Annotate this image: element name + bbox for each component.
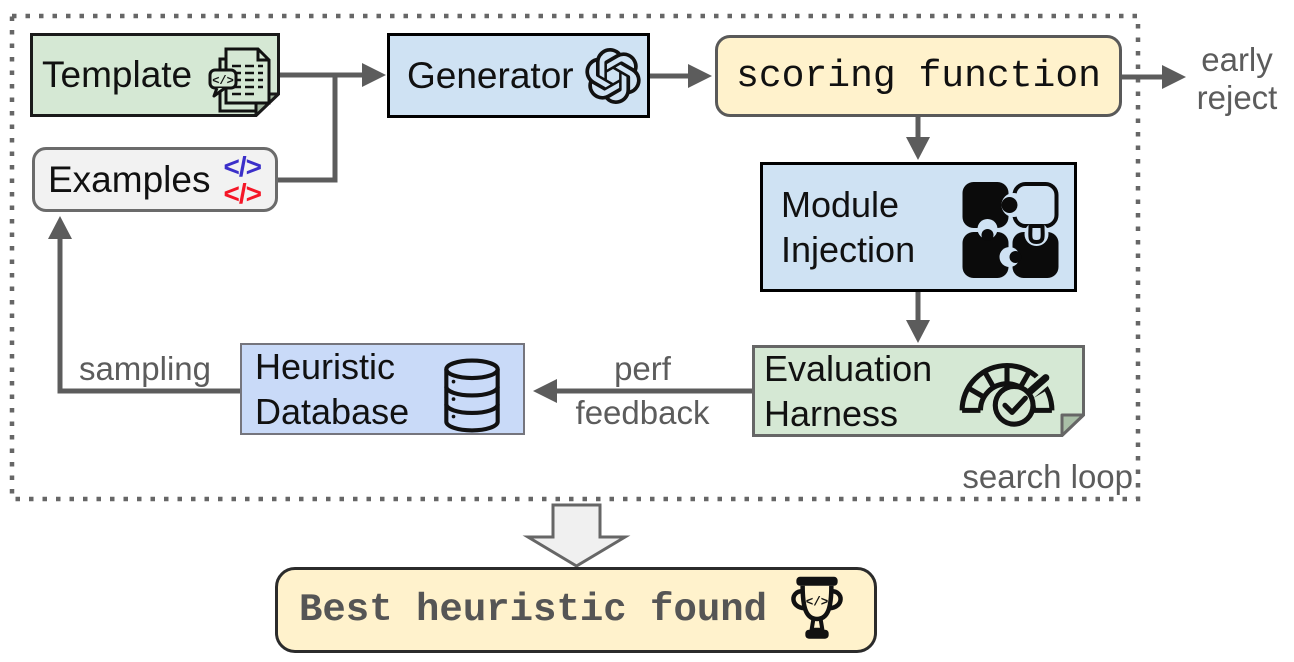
arrowhead-into-database — [533, 379, 557, 403]
examples-label: Examples — [48, 158, 211, 200]
code-tag-blue-icon: </> — [223, 150, 262, 182]
generator-label: Generator — [407, 54, 574, 96]
node-scoring-function: scoring function — [715, 35, 1122, 117]
arrowhead-into-examples — [48, 216, 72, 239]
node-heuristic-database: Heuristic Database — [240, 343, 525, 435]
arrowhead-into-eval — [906, 320, 930, 343]
node-module-injection: Module Injection — [760, 162, 1077, 292]
code-document-icon: </> — [208, 47, 271, 113]
arrowhead-into-module — [906, 137, 930, 160]
edge-template-examples-junction — [278, 72, 338, 183]
puzzle-pieces-icon — [962, 182, 1059, 278]
database-label-line2: Database — [255, 391, 410, 432]
search-loop-label: search loop — [962, 458, 1133, 495]
best-heuristic-label: Best heuristic found — [299, 588, 768, 632]
arrowhead-early-reject — [1162, 65, 1186, 89]
module-label-line1: Module — [781, 184, 900, 225]
early-label: early — [1201, 41, 1273, 78]
gauge-check-icon — [959, 362, 1055, 427]
evaluation-harness-label: Evaluation Harness — [764, 346, 932, 436]
perf-feedback-label: perf feedback — [550, 347, 735, 435]
evaluation-label-line2: Harness — [764, 393, 899, 434]
module-label-line2: Injection — [781, 229, 916, 270]
openai-logo-icon — [585, 47, 641, 104]
node-examples: Examples </> </> — [32, 147, 278, 212]
feedback-label: feedback — [575, 394, 710, 431]
node-template: Template </> — [30, 33, 280, 117]
sampling-label: sampling — [78, 350, 212, 387]
database-cylinder-icon — [444, 358, 500, 433]
code-tags-icon: </> </> — [223, 150, 262, 209]
arrowhead-into-generator — [362, 63, 386, 87]
trophy-code-glyph: </> — [806, 596, 829, 610]
perf-label: perf — [614, 350, 671, 387]
trophy-code-icon: </> — [791, 576, 843, 639]
edges — [57, 72, 1162, 394]
edge-database-to-examples — [57, 239, 240, 394]
database-label-line1: Heuristic — [255, 346, 396, 387]
template-code-glyph: </> — [212, 74, 234, 88]
template-label: Template — [42, 54, 193, 95]
code-tag-red-icon: </> — [223, 177, 262, 209]
arrowhead-into-scoring — [688, 64, 712, 88]
heuristic-database-label: Heuristic Database — [255, 344, 409, 434]
big-down-arrow — [522, 503, 631, 568]
folded-corner — [1060, 413, 1085, 437]
scoring-function-label: scoring function — [736, 54, 1101, 98]
arrowheads — [48, 63, 1186, 403]
node-generator: Generator — [387, 33, 650, 118]
reject-label: reject — [1196, 79, 1278, 116]
evaluation-label-line1: Evaluation — [764, 348, 933, 389]
module-injection-label: Module Injection — [781, 182, 915, 272]
early-reject-label: early reject — [1158, 41, 1294, 117]
search-loop-dotted-frame — [9, 13, 1141, 502]
node-best-heuristic: Best heuristic found </> — [275, 567, 877, 653]
node-evaluation-harness: Evaluation Harness — [752, 345, 1085, 437]
